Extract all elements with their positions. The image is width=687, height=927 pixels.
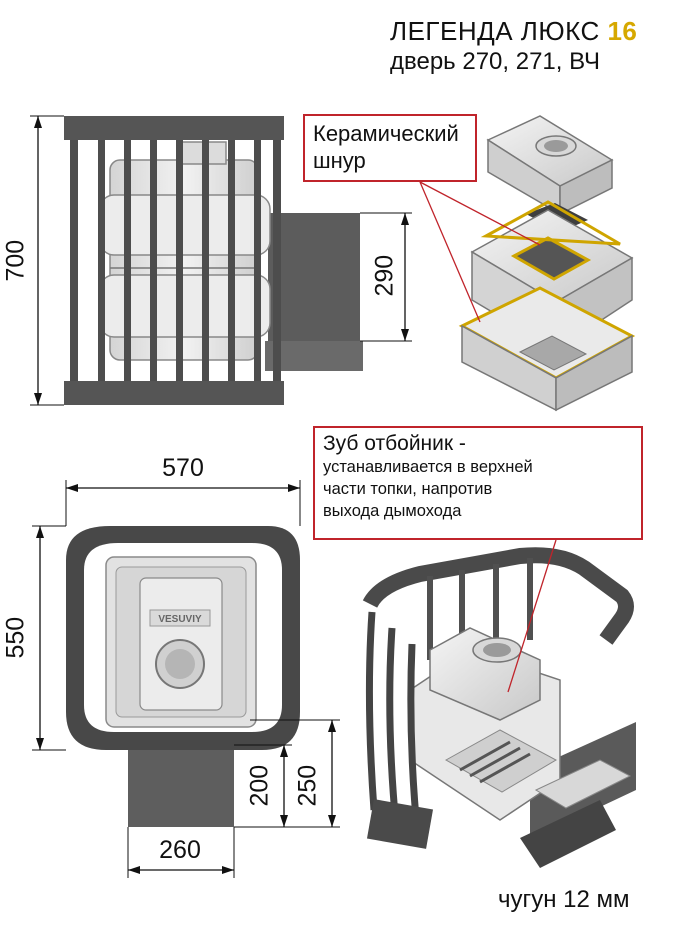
callout-baffle-line3: выхода дымохода — [323, 502, 462, 520]
cutaway-cage-ring — [362, 547, 634, 645]
side-tunnel-flange — [265, 341, 363, 371]
top-tunnel — [128, 745, 234, 827]
side-cage-bars — [70, 140, 281, 381]
callout-ceramic-cord-line1: Керамический — [313, 121, 459, 146]
side-cage-bottom — [64, 381, 284, 405]
side-view — [30, 115, 412, 406]
dim-door-290: 290 — [370, 254, 399, 297]
dim-tunnel-200: 200 — [245, 764, 274, 807]
side-cage-top — [64, 116, 284, 140]
callout-baffle-tooth: Зуб отбойник - устанавливается в верхней… — [313, 426, 643, 540]
material-note: чугун 12 мм — [498, 886, 630, 913]
callout-baffle-title: Зуб отбойник - — [323, 432, 466, 455]
callout-baffle-line2: части топки, напротив — [323, 480, 493, 498]
callout-baffle-line1: устанавливается в верхней — [323, 458, 533, 476]
product-model: ЛЕГЕНДА ЛЮКС — [390, 16, 600, 46]
callout-ceramic-cord-line2: шнур — [313, 148, 366, 173]
dim-depth-550: 550 — [1, 616, 30, 659]
product-number: 16 — [607, 16, 638, 46]
vesuvius-logo: VESUVIY — [158, 614, 202, 625]
top-view: VESUVIY — [32, 480, 340, 878]
dim-height-700: 700 — [1, 239, 30, 282]
dim-width-570: 570 — [162, 454, 204, 482]
door-variants: дверь 270, 271, ВЧ — [390, 48, 601, 75]
exploded-view — [419, 115, 636, 412]
callout-ceramic-cord: Керамический шнур — [303, 114, 477, 182]
dim-tunnel-260: 260 — [159, 836, 201, 864]
product-title: ЛЕГЕНДА ЛЮКС 16 — [390, 16, 637, 47]
cutaway-view — [362, 539, 636, 868]
side-tunnel — [268, 213, 360, 341]
dim-tunnel-250: 250 — [293, 764, 322, 807]
